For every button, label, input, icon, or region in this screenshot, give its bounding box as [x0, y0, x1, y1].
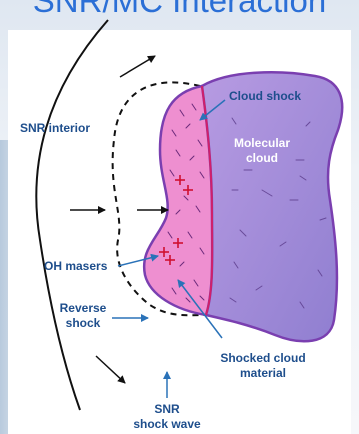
label-molecular-cloud-line1: Molecular [234, 136, 290, 150]
label-cloud-shock: Cloud shock [229, 89, 301, 103]
label-molecular-cloud-line2: cloud [246, 151, 278, 165]
label-reverse-shock-line1: Reverse [60, 301, 107, 315]
flow-arrow [120, 56, 155, 77]
label-shocked-cloud-line1: Shocked cloud [220, 351, 305, 365]
snr-shock-wave-arc [36, 20, 108, 410]
label-oh-masers: OH masers [44, 259, 108, 273]
molecular-cloud [202, 72, 343, 341]
label-snr-interior: SNR interior [20, 121, 90, 135]
label-reverse-shock-line2: shock [66, 316, 101, 330]
label-snr-shock-wave-line2: shock wave [133, 417, 201, 431]
flow-arrow [96, 356, 125, 383]
label-shocked-cloud-line2: material [240, 366, 286, 380]
label-snr-shock-wave-line1: SNR [154, 402, 180, 416]
